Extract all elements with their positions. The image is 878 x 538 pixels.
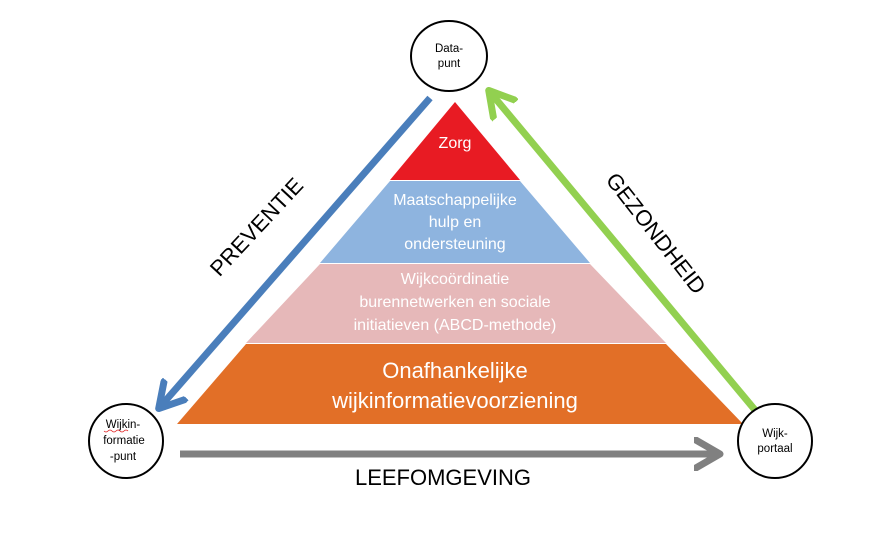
- node-wijkinformatiepunt: Wijkin- formatie -punt: [88, 403, 164, 479]
- spellcheck-squiggle: [103, 429, 129, 433]
- preventie-label: PREVENTIE: [205, 173, 308, 281]
- tier-maatschappelijke-label-line-2: hulp en: [429, 214, 482, 231]
- node-data-punt-line-1: Data-: [435, 43, 463, 55]
- tier-wijkinformatie-label-line-1: Onafhankelijke: [382, 358, 528, 383]
- leefomgeving-label: LEEFOMGEVING: [355, 465, 531, 490]
- tier-maatschappelijke-hulp: [320, 181, 590, 263]
- tier-wijkcoordinatie-label-line-2: burennetwerken en sociale: [359, 294, 550, 311]
- tier-wijkcoordinatie-label-line-1: Wijkcoördinatie: [401, 271, 510, 288]
- node-wijkinformatiepunt-line-1: Wijkin-: [106, 419, 141, 431]
- node-data-punt: Data- punt: [410, 20, 488, 92]
- node-wijkportaal-line-2: portaal: [757, 443, 792, 455]
- node-data-punt-line-2: punt: [438, 58, 461, 70]
- tier-wijkcoordinatie: [246, 264, 666, 343]
- preventie-arrow: [160, 95, 433, 407]
- tier-zorg-label: Zorg: [439, 135, 472, 152]
- tier-maatschappelijke-label-line-3: ondersteuning: [404, 236, 505, 253]
- gezondheid-arrow: [490, 92, 758, 413]
- tier-wijkcoordinatie-label-line-3: initiatieven (ABCD-methode): [354, 317, 557, 334]
- tier-wijkinformatievoorziening: [177, 344, 743, 424]
- gezondheid-label: GEZONDHEID: [601, 168, 711, 299]
- node-wijkinformatiepunt-line-3: -punt: [110, 451, 137, 463]
- node-wijkportaal: Wijk- portaal: [737, 403, 813, 479]
- node-wijkportaal-line-1: Wijk-: [762, 428, 788, 440]
- tier-maatschappelijke-label-line-1: Maatschappelijke: [393, 192, 517, 209]
- tier-zorg: [390, 102, 520, 180]
- tier-wijkinformatie-label-line-2: wijkinformatievoorziening: [331, 388, 578, 413]
- node-wijkinformatiepunt-line-2: formatie: [103, 435, 145, 447]
